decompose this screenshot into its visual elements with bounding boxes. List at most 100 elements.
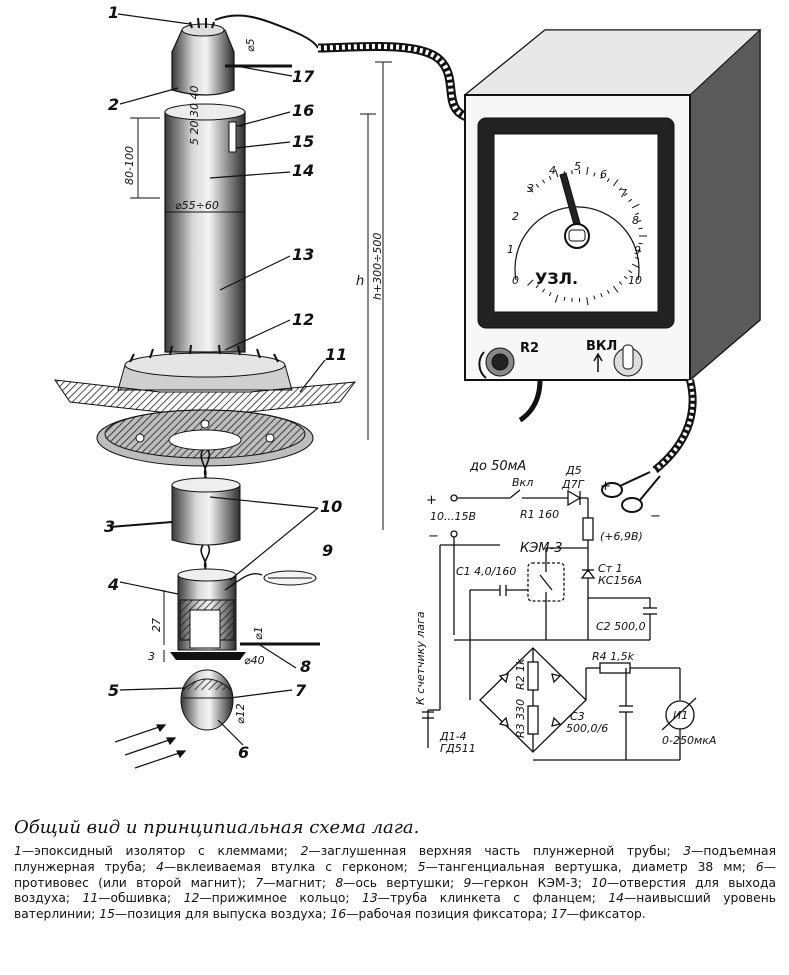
sch-r3: R3 330 <box>514 699 527 738</box>
plunger-tube: 5 20 30 40 <box>164 86 246 353</box>
sch-plus: + <box>426 493 437 508</box>
dial-tick <box>613 179 619 187</box>
dimension-lines <box>130 61 392 662</box>
reed-bushing <box>170 568 246 660</box>
power-switch[interactable] <box>613 344 643 377</box>
dim-d40: ⌀40 <box>244 654 265 667</box>
dial-tick <box>563 296 566 301</box>
sensor-assembly: 5 20 30 40 <box>53 3 392 769</box>
callout-7: 7 <box>295 681 307 700</box>
sch-vref: (+6,9В) <box>600 530 643 543</box>
callout-10: 10 <box>320 497 342 516</box>
dial-tick <box>535 183 540 188</box>
legend-num-12: 12 <box>183 891 200 906</box>
legend-num-16: 16 <box>330 907 347 922</box>
lug-plus: + <box>600 479 611 494</box>
dial-9: 9 <box>634 244 641 257</box>
reed-switch <box>224 570 317 591</box>
dial-tick <box>606 178 610 183</box>
legend-text-12: —прижимное кольцо; <box>199 891 362 906</box>
callout-12: 12 <box>292 310 314 329</box>
legend-text-6: —противовес (или второй магнит); <box>14 859 776 890</box>
legend-num-8: 8 <box>335 875 344 890</box>
callout-5: 5 <box>108 681 119 700</box>
dial-tick <box>593 295 596 300</box>
legend-num-14: 14 <box>608 891 624 906</box>
sch-st1: Ст 1 <box>598 562 623 575</box>
sch-c3: С3 <box>570 710 585 723</box>
clinket-flange <box>96 409 314 467</box>
schematic-labels: до 50мА + − 10...15В Вкл R1 160 Д5 Д7Г (… <box>414 459 716 755</box>
sch-meter: И1 <box>673 709 688 722</box>
callout-9: 9 <box>322 541 333 560</box>
dial-tick <box>628 198 633 202</box>
dim-d12: ⌀12 <box>234 703 247 724</box>
dial-tick <box>593 172 596 177</box>
legend-text-9: —геркон КЭМ-3; <box>471 875 592 890</box>
clamp-ring <box>117 344 293 391</box>
legend-num-17: 17 <box>551 907 567 922</box>
legend-text-17: —фиксатор. <box>566 907 646 922</box>
caption-legend: 1—эпоксидный изолятор с клеммами; 2—загл… <box>14 844 776 923</box>
dial-tick <box>527 279 534 286</box>
dial-tick <box>618 281 623 285</box>
dial-4: 4 <box>549 164 556 177</box>
dial-tick <box>600 174 603 179</box>
lag-diagram: 5 20 30 40 <box>53 3 762 769</box>
sch-c1: С1 4,0/160 <box>456 565 516 578</box>
dim-d1: ⌀1 <box>252 626 265 640</box>
callout-2: 2 <box>108 95 119 114</box>
callout-3: 3 <box>104 517 115 536</box>
legend-text-4: —вклеиваемая втулка с герконом; <box>163 859 418 874</box>
legend-num-5: 5 <box>417 859 426 874</box>
terminal-lugs: + − <box>600 471 661 524</box>
dial-tick <box>548 175 552 180</box>
dial-0: 0 <box>512 274 519 287</box>
caption-title: Общий вид и принципиальная схема лага. <box>14 817 420 838</box>
knob-r2-label: R2 <box>520 341 539 356</box>
dial-tick <box>527 186 534 193</box>
insulator-cap <box>171 14 319 96</box>
dial-8: 8 <box>632 214 639 227</box>
dial-3: 3 <box>527 182 534 195</box>
water-flow-arrows <box>114 724 187 769</box>
callout-14: 14 <box>292 161 314 180</box>
lifting-tube <box>109 477 241 546</box>
indicator-device: УЗЛ. 0 1 2 3 4 5 6 7 8 9 10 R2 ВКЛ <box>317 28 762 524</box>
legend-text-10: —отверстия для выхода воздуха; <box>14 875 776 906</box>
callout-15: 15 <box>292 132 314 151</box>
sch-d5: Д5 <box>565 464 582 477</box>
dial-1: 1 <box>507 243 514 256</box>
callout-17: 17 <box>292 67 315 86</box>
dial-tick <box>637 249 642 252</box>
sch-c3-val: 500,0/6 <box>566 722 608 735</box>
dial-tick <box>586 297 589 306</box>
sch-counter: К счетчику лага <box>414 611 427 705</box>
knob-r2[interactable] <box>478 347 515 379</box>
legend-num-1: 1 <box>14 844 22 858</box>
legend-num-11: 11 <box>82 891 99 906</box>
legend-text-16: —рабочая позиция фиксатора; <box>346 907 552 922</box>
dial-tick <box>586 166 589 175</box>
sch-minus: − <box>428 529 439 544</box>
dim-3: 3 <box>148 650 155 663</box>
sch-d5-type: Д7Г <box>561 478 585 491</box>
legend-num-15: 15 <box>99 907 115 922</box>
dial-tick <box>542 288 546 293</box>
dial-tick <box>632 203 640 209</box>
dial-tick <box>623 192 628 197</box>
sch-st1-type: КС156А <box>598 574 642 587</box>
legend-num-4: 4 <box>156 859 164 874</box>
sch-r4: R4 1,5k <box>592 650 635 663</box>
legend-text-8: —ось вертушки; <box>343 875 464 890</box>
dial-5: 5 <box>574 160 581 173</box>
dim-d5: ⌀5 <box>244 38 257 52</box>
legend-text-5: —тангенциальная вертушка, диаметр 38 мм; <box>425 859 756 874</box>
dim-d55-60: ⌀55÷60 <box>175 199 219 212</box>
dial-unit: УЗЛ. <box>535 269 578 288</box>
legend-num-3: 3 <box>683 844 692 858</box>
callout-13: 13 <box>292 245 314 264</box>
callout-leaders <box>117 13 326 746</box>
dim-27: 27 <box>150 618 163 632</box>
dial-tick <box>600 293 603 298</box>
